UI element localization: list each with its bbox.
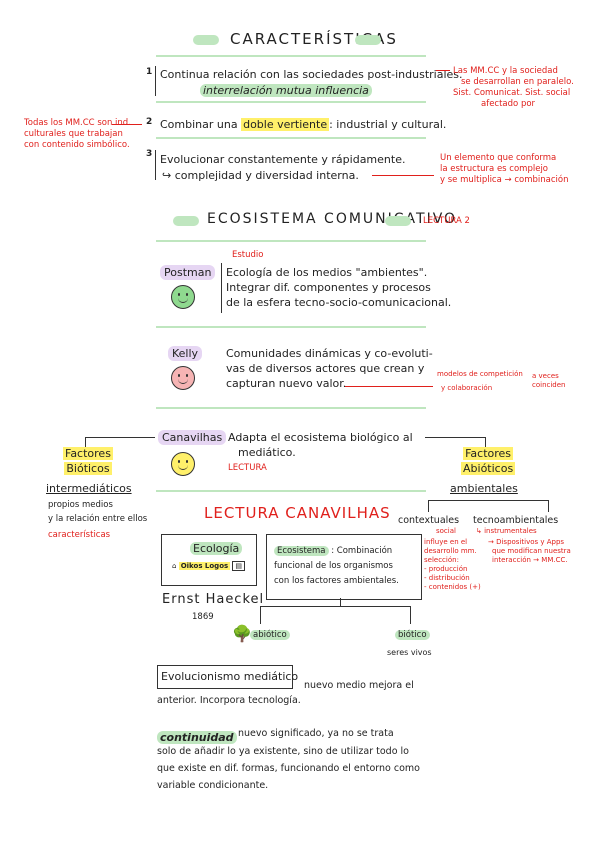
- abiotico-label: abiótico: [250, 630, 290, 641]
- item-3-sub: ↪ complejidad y diversidad interna.: [162, 169, 359, 182]
- divider: [156, 490, 426, 492]
- estudio-label: Estudio: [232, 250, 264, 260]
- connector-line: [425, 437, 485, 438]
- connector-line: [260, 606, 410, 607]
- book-icon: ▤: [232, 561, 246, 571]
- house-icon: ⌂: [172, 562, 177, 570]
- continuidad-text: solo de añadir lo ya existente, sino de …: [157, 746, 420, 791]
- ambientales-label: ambientales: [450, 482, 518, 495]
- header-pill-left: [193, 35, 219, 45]
- contextuales-label: contextuales: [398, 515, 460, 526]
- ecologia-box: [161, 534, 257, 586]
- heading-lectura-canavilhas: LECTURA CANAVILHAS: [204, 504, 391, 522]
- intermediaticos-label: intermediáticos: [46, 482, 132, 495]
- divider: [156, 137, 426, 139]
- arrow-line: [112, 124, 142, 125]
- divider: [156, 326, 426, 328]
- header-pill-right: [355, 35, 381, 45]
- divider: [156, 101, 426, 103]
- evolucionismo-label: Evolucionismo mediático: [161, 670, 299, 683]
- connector-line: [410, 606, 411, 624]
- ecologia-label: Ecología: [190, 541, 243, 556]
- bracket: [221, 263, 222, 313]
- canavilhas-lectura: LECTURA: [228, 463, 267, 473]
- side-note-left-2: Todas los MM.CC son ind. culturales que …: [24, 118, 131, 150]
- ecosistema-box: [266, 534, 422, 600]
- ernst-haeckel: Ernst Haeckel: [162, 592, 265, 607]
- year-1869: 1869: [192, 612, 214, 622]
- author-postman: Postman: [160, 265, 216, 280]
- author-kelly: Kelly: [168, 346, 203, 361]
- arrow-line: [345, 386, 433, 387]
- smiley-face-icon: [171, 366, 195, 390]
- connector-line: [340, 598, 341, 606]
- connector-line: [485, 437, 486, 447]
- smiley-face-icon: [171, 285, 195, 309]
- heading-ecosistema: ECOSISTEMA COMUNICATIVO: [207, 211, 458, 227]
- evolucionismo-box: [157, 665, 293, 689]
- heading-lectura-2: LECTURA 2: [423, 216, 470, 226]
- item-1-text: Continua relación con las sociedades pos…: [160, 68, 463, 81]
- divider: [156, 55, 426, 57]
- evol-text-1: nuevo medio mejora el: [304, 680, 414, 691]
- continuidad-label: continuidad: [157, 726, 237, 745]
- continuidad-text-1: nuevo significado, ya no se trata: [238, 728, 394, 739]
- divider: [156, 407, 426, 409]
- item-number: 2: [146, 117, 153, 127]
- contextuales-notes: influye en el desarrollo mm. selección: …: [424, 538, 481, 591]
- tree-icon: 🌳: [232, 624, 252, 643]
- connector-line: [548, 500, 549, 512]
- bioticos-items: propios medios y la relación entre ellos: [48, 500, 148, 524]
- tecnoambientales-label: tecnoambientales: [473, 515, 559, 526]
- connector-line: [85, 437, 86, 447]
- evol-text-2: anterior. Incorpora tecnología.: [157, 695, 301, 706]
- kelly-note-2: a veces coinciden: [532, 372, 566, 389]
- kelly-text: Comunidades dinámicas y co-evoluti- vas …: [226, 347, 433, 390]
- biotico-label: biótico: [395, 630, 430, 641]
- header-pill-right: [385, 216, 411, 226]
- tecno-notes: → Dispositivos y Apps que modifican nues…: [488, 538, 571, 564]
- connector-line: [428, 500, 548, 501]
- connector-line: [428, 500, 429, 512]
- seres-vivos-label: seres vivos: [387, 648, 432, 657]
- instrumentales-label: ↳ instrumentales: [476, 527, 537, 535]
- social-label: social: [436, 527, 456, 535]
- oikos-logos: ⌂ Oikos Logos ▤: [172, 561, 246, 571]
- item-2-text: Combinar una doble vertiente: industrial…: [160, 118, 447, 131]
- bracket: [155, 150, 156, 180]
- item-1-highlight: interrelación mutua influencia: [200, 83, 372, 98]
- arrow-line: [436, 70, 450, 71]
- connector-line: [85, 437, 155, 438]
- arrow-line: [372, 175, 434, 176]
- connector-line: [260, 606, 261, 624]
- canavilhas-text: Adapta el ecosistema biológico al mediát…: [228, 431, 413, 459]
- postman-text: Ecología de los medios "ambientes". Inte…: [226, 266, 452, 309]
- item-3-text: Evolucionar constantemente y rápidamente…: [160, 153, 406, 166]
- item-number: 3: [146, 149, 153, 159]
- side-note-right-1: Las MM.CC y la sociedad se desarrollan e…: [453, 66, 574, 109]
- side-note-right-3: Un elemento que conforma la estructura e…: [440, 153, 569, 185]
- author-canavilhas: Canavilhas: [158, 430, 227, 445]
- divider: [156, 240, 426, 242]
- caracteristicas-note: características: [48, 530, 111, 540]
- ecosistema-def: Ecosistema : Combinación funcional de lo…: [274, 546, 399, 586]
- bracket: [155, 66, 156, 96]
- factores-abioticos-title: Factores Abióticos: [461, 447, 516, 475]
- factores-bioticos-title: Factores Bióticos: [63, 447, 113, 475]
- heading-caracteristicas: CARACTERÍSTICAS: [230, 30, 398, 48]
- smiley-face-icon: [171, 452, 195, 476]
- item-number: 1: [146, 67, 153, 77]
- header-pill-left: [173, 216, 199, 226]
- kelly-note: modelos de competición y colaboración: [437, 370, 523, 392]
